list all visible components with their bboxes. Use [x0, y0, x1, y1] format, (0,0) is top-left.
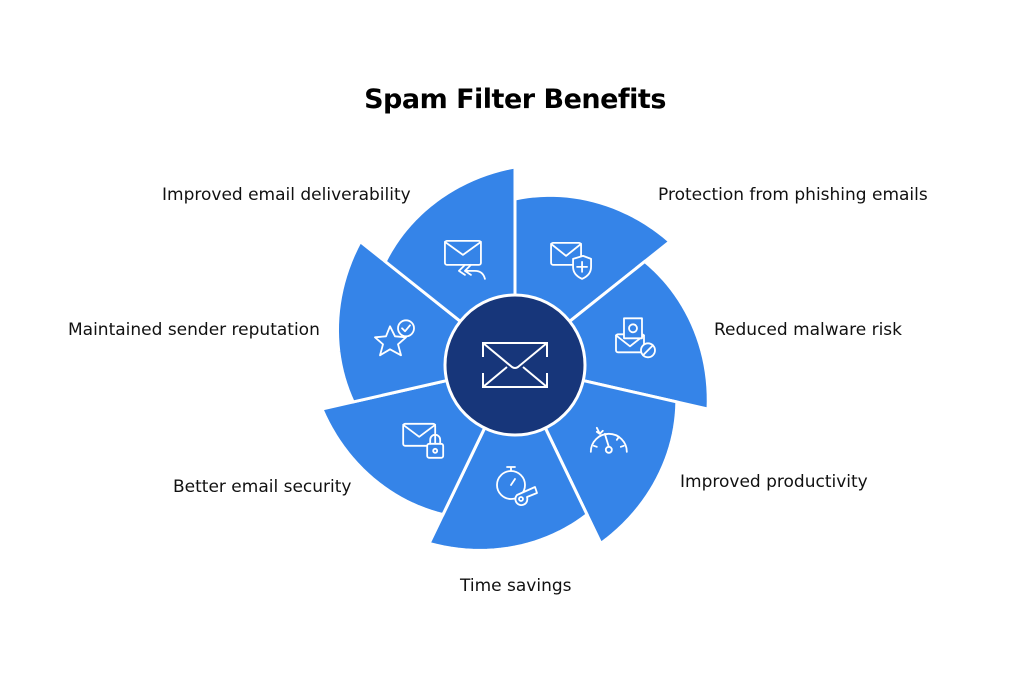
- benefit-segment: [543, 378, 679, 546]
- diagram-title: Spam Filter Benefits: [364, 84, 666, 115]
- envelope-reply-icon: [444, 239, 486, 280]
- label-phishing-protection: Protection from phishing emails: [658, 185, 928, 205]
- benefit-segment: [426, 426, 589, 552]
- label-email-security: Better email security: [173, 477, 352, 497]
- benefit-segment: [383, 165, 517, 324]
- center-circle: [443, 293, 587, 437]
- envelope-shield-icon: [550, 241, 592, 280]
- envelope-lock-icon: [402, 422, 445, 459]
- label-sender-reputation: Maintained sender reputation: [68, 320, 320, 340]
- benefit-segment: [513, 193, 673, 324]
- label-deliverability: Improved email deliverability: [162, 185, 411, 205]
- stopwatch-whistle-icon: [496, 466, 538, 506]
- envelope-bug-blocked-icon: [615, 317, 656, 359]
- speedometer-icon: [589, 426, 628, 454]
- benefit-segment: [319, 378, 487, 517]
- label-malware-risk: Reduced malware risk: [714, 320, 902, 340]
- star-check-icon: [374, 319, 415, 357]
- benefit-segment: [335, 239, 462, 404]
- label-time-savings: Time savings: [460, 576, 572, 596]
- envelope-icon: [482, 342, 548, 388]
- label-productivity: Improved productivity: [680, 472, 868, 492]
